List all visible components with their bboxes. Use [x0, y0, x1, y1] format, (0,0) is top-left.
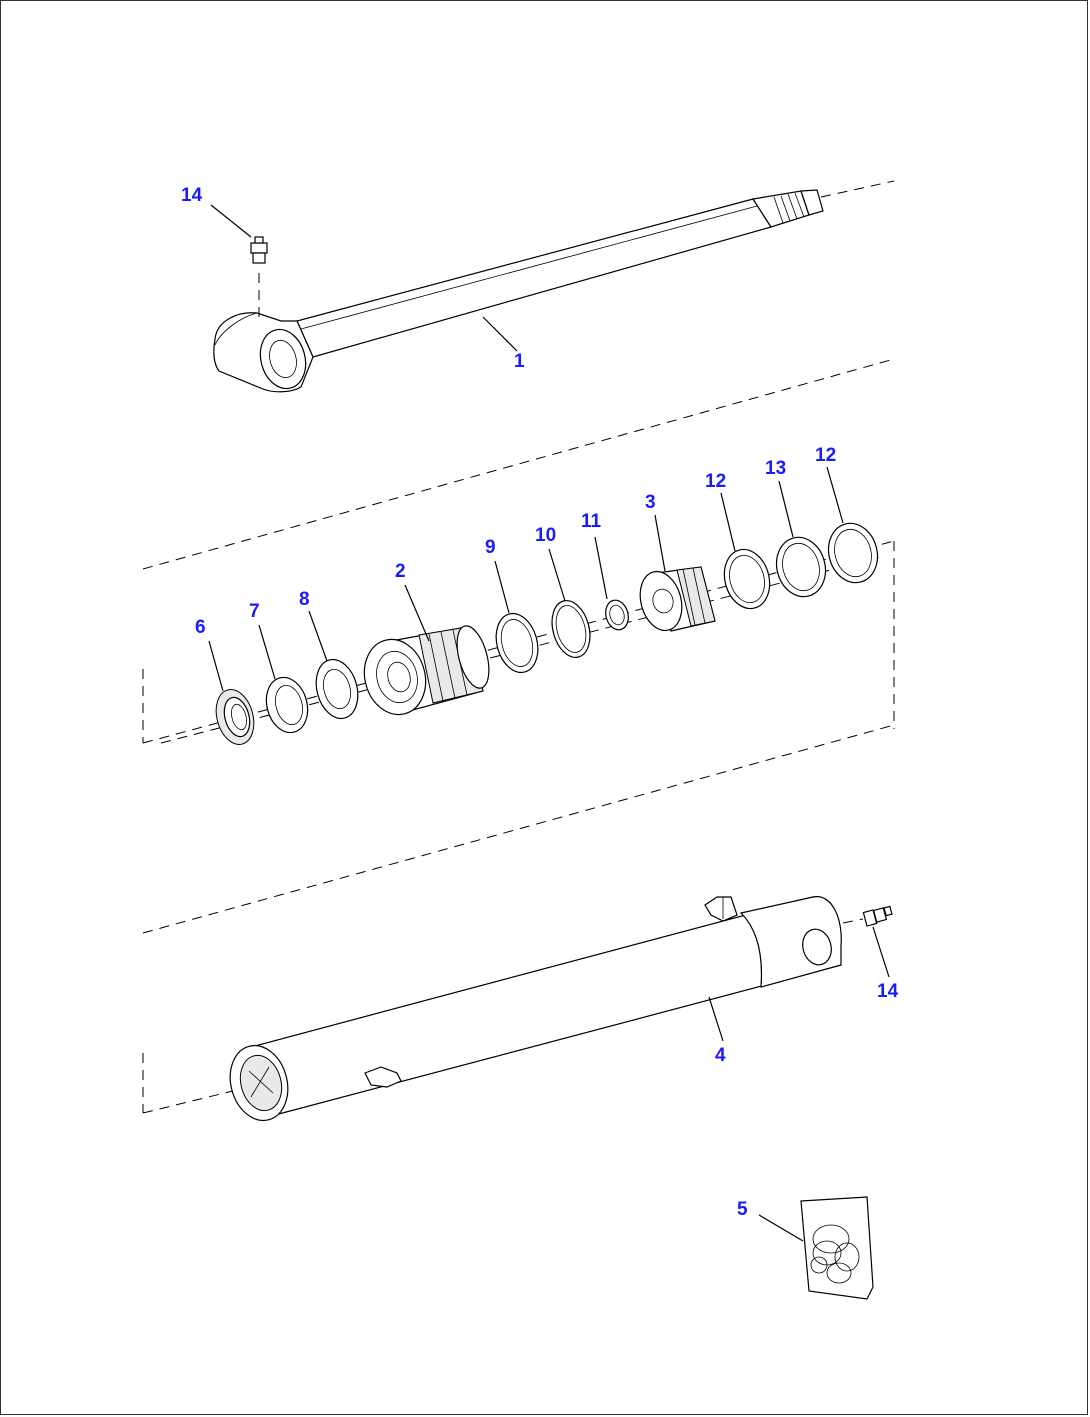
piston-rod[interactable] — [213, 180, 895, 394]
cylinder-head[interactable] — [356, 622, 495, 721]
o-ring-9[interactable] — [490, 609, 544, 677]
callout-8: 8 — [299, 589, 310, 610]
grease-fitting-right[interactable] — [842, 905, 893, 927]
callout-12-a: 12 — [705, 471, 726, 492]
callout-2: 2 — [395, 561, 406, 582]
callout-11: 11 — [581, 511, 602, 532]
callout-4: 4 — [715, 1045, 726, 1066]
callout-13: 13 — [765, 458, 786, 479]
piston-ring-13[interactable] — [770, 532, 832, 602]
callout-1: 1 — [514, 351, 525, 372]
snap-ring[interactable] — [260, 673, 313, 737]
frame-line-lower — [142, 724, 895, 934]
o-ring-11[interactable] — [602, 598, 631, 633]
wear-ring-b[interactable] — [822, 518, 884, 588]
callout-9: 9 — [485, 537, 496, 558]
frame-line-bottom — [142, 1088, 242, 1114]
callout-12-b: 12 — [815, 445, 836, 466]
callout-14-top: 14 — [181, 185, 203, 206]
dust-seal[interactable] — [210, 685, 259, 748]
callout-6: 6 — [195, 617, 206, 638]
callout-3: 3 — [645, 492, 656, 513]
rod-packing[interactable] — [310, 655, 364, 723]
grease-fitting-top[interactable] — [250, 236, 268, 319]
frame-line-top — [142, 358, 895, 570]
seal-kit[interactable] — [800, 1196, 874, 1300]
cylinder-tube[interactable] — [222, 896, 842, 1127]
callout-14-right: 14 — [877, 981, 899, 1002]
wear-ring-a[interactable] — [718, 544, 776, 613]
piston[interactable] — [634, 566, 716, 635]
backup-ring-10[interactable] — [546, 596, 596, 661]
callout-10: 10 — [535, 525, 556, 546]
leader-lines — [208, 204, 890, 1242]
callout-7: 7 — [249, 601, 260, 622]
callout-5: 5 — [737, 1199, 748, 1220]
